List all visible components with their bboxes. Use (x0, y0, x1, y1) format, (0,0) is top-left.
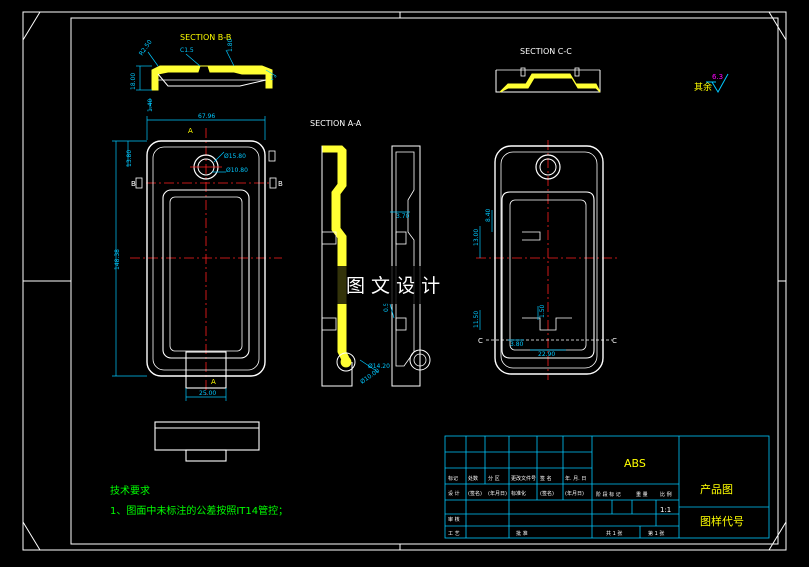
surface-finish: 其余 6.3 (694, 73, 729, 93)
tb-r2c2: (签名) (468, 490, 482, 497)
tb-sheet: 第 1 张 (648, 530, 664, 537)
section-bb-profile (151, 65, 273, 91)
marker-c-left: C (478, 337, 483, 345)
rear-outer (494, 145, 604, 375)
title-block (444, 435, 770, 539)
dim-bb-c: C1.5 (180, 47, 194, 54)
dim-top-off: 13.80 (126, 150, 133, 167)
notes-line1: 1、图面中未标注的公差按照IT14管控； (110, 504, 288, 517)
tb-weight: 重 量 (636, 491, 648, 498)
tb-material: ABS (624, 457, 646, 470)
surface-value: 6.3 (712, 73, 723, 81)
dim-tab-w: 25.00 (199, 390, 216, 397)
rear-pocket (501, 191, 595, 359)
dim-bb-b: 1.40 (147, 98, 154, 112)
surface-label: 其余 (694, 81, 712, 93)
notes-title: 技术要求 (110, 484, 150, 497)
dim-hole-outer: Ø15.80 (224, 153, 246, 160)
front-outer (146, 140, 266, 377)
section-bb-dims (136, 49, 277, 110)
tb-r1c2: 处数 (468, 475, 478, 482)
section-bb-title: SECTION B-B (180, 33, 231, 42)
tb-r4c1: 工 艺 (448, 531, 460, 537)
tb-scale: 1:1 (660, 506, 671, 514)
tb-r2c1: 设 计 (448, 490, 460, 497)
tb-sheets: 共 1 张 (606, 530, 622, 537)
marker-b-left: B (131, 180, 136, 188)
dim-aa-hole-outer: Ø14.20 (368, 363, 390, 370)
section-cc-view: SECTION C-C (495, 47, 601, 93)
dim-aa-step: 0.5 (383, 302, 390, 312)
title-block-text: 标记 处数 分 区 更改文件号 签 名 年. 月. 日 设 计 (签名) (年月… (448, 475, 672, 537)
drawing-frame (22, 11, 787, 551)
surface-finish-icon (711, 73, 729, 93)
marker-a-bottom: A (211, 378, 216, 386)
marker-c-right: C (612, 337, 617, 345)
front-view: A A B B 67.96 13.80 Ø15.80 Ø10.80 148.38… (112, 113, 283, 401)
tb-r4c4: 批 准 (516, 530, 528, 537)
tb-drawing-no: 图样代号 (700, 514, 744, 528)
section-aa-title: SECTION A-A (310, 119, 362, 128)
front-tab (185, 351, 227, 389)
dim-bb-w: 1.80 (227, 38, 234, 52)
tb-stage: 阶 段 标 记 (596, 491, 621, 498)
dim-bb-deg: 1° (270, 75, 277, 82)
dim-cc-a: 8.40 (485, 208, 492, 222)
tb-r1c5: 签 名 (540, 475, 552, 482)
tb-r1c4: 更改文件号 (511, 475, 536, 482)
tb-r1c6: 年. 月. 日 (565, 475, 586, 482)
dim-width: 67.96 (198, 113, 215, 120)
rear-view: C C 8.40 13.00 11.50 1.50 3.80 22.90 (473, 140, 620, 380)
tb-r2c5: (签名) (540, 490, 554, 497)
dim-bb-r: R2.50 (138, 39, 154, 58)
tb-r2c3: (年月日) (488, 490, 507, 497)
dim-bb-h: 18.00 (130, 73, 137, 90)
tb-r1c3: 分 区 (488, 475, 500, 482)
dim-cc-e: 3.80 (510, 341, 524, 348)
dim-length: 148.38 (114, 249, 121, 270)
tb-ratio: 比 例 (660, 491, 672, 498)
dim-cc-c: 11.50 (473, 311, 480, 328)
bottom-view (154, 421, 260, 462)
marker-a-top: A (188, 127, 193, 135)
tb-product: 产品图 (700, 482, 733, 496)
section-cc-title: SECTION C-C (520, 47, 572, 56)
tb-r2c6: (年月日) (565, 490, 584, 497)
dim-cc-f: 22.90 (538, 351, 555, 358)
dim-cc-d: 1.50 (539, 304, 546, 318)
rear-hole-outer (535, 154, 561, 180)
section-bb-view: SECTION B-B R2.50 C1.5 1.80 18.00 1.40 1… (130, 33, 277, 112)
watermark: 图 文 设 计 (346, 275, 440, 297)
dim-hole-inner: Ø10.80 (226, 167, 248, 174)
front-pocket (162, 189, 250, 359)
section-aa-view: SECTION A-A 3.70 0.5 Ø14.20 Ø10.00 (310, 119, 431, 387)
tb-r3c1: 审 核 (448, 516, 460, 523)
section-cc-profile (499, 73, 601, 93)
tb-r2c4: 标准化 (511, 490, 526, 497)
marker-b-right: B (278, 180, 283, 188)
dim-cc-b: 13.00 (473, 229, 480, 246)
tb-r1c1: 标记 (448, 475, 458, 482)
watermark-box (333, 266, 481, 304)
dim-aa-wall: 3.70 (396, 213, 410, 220)
